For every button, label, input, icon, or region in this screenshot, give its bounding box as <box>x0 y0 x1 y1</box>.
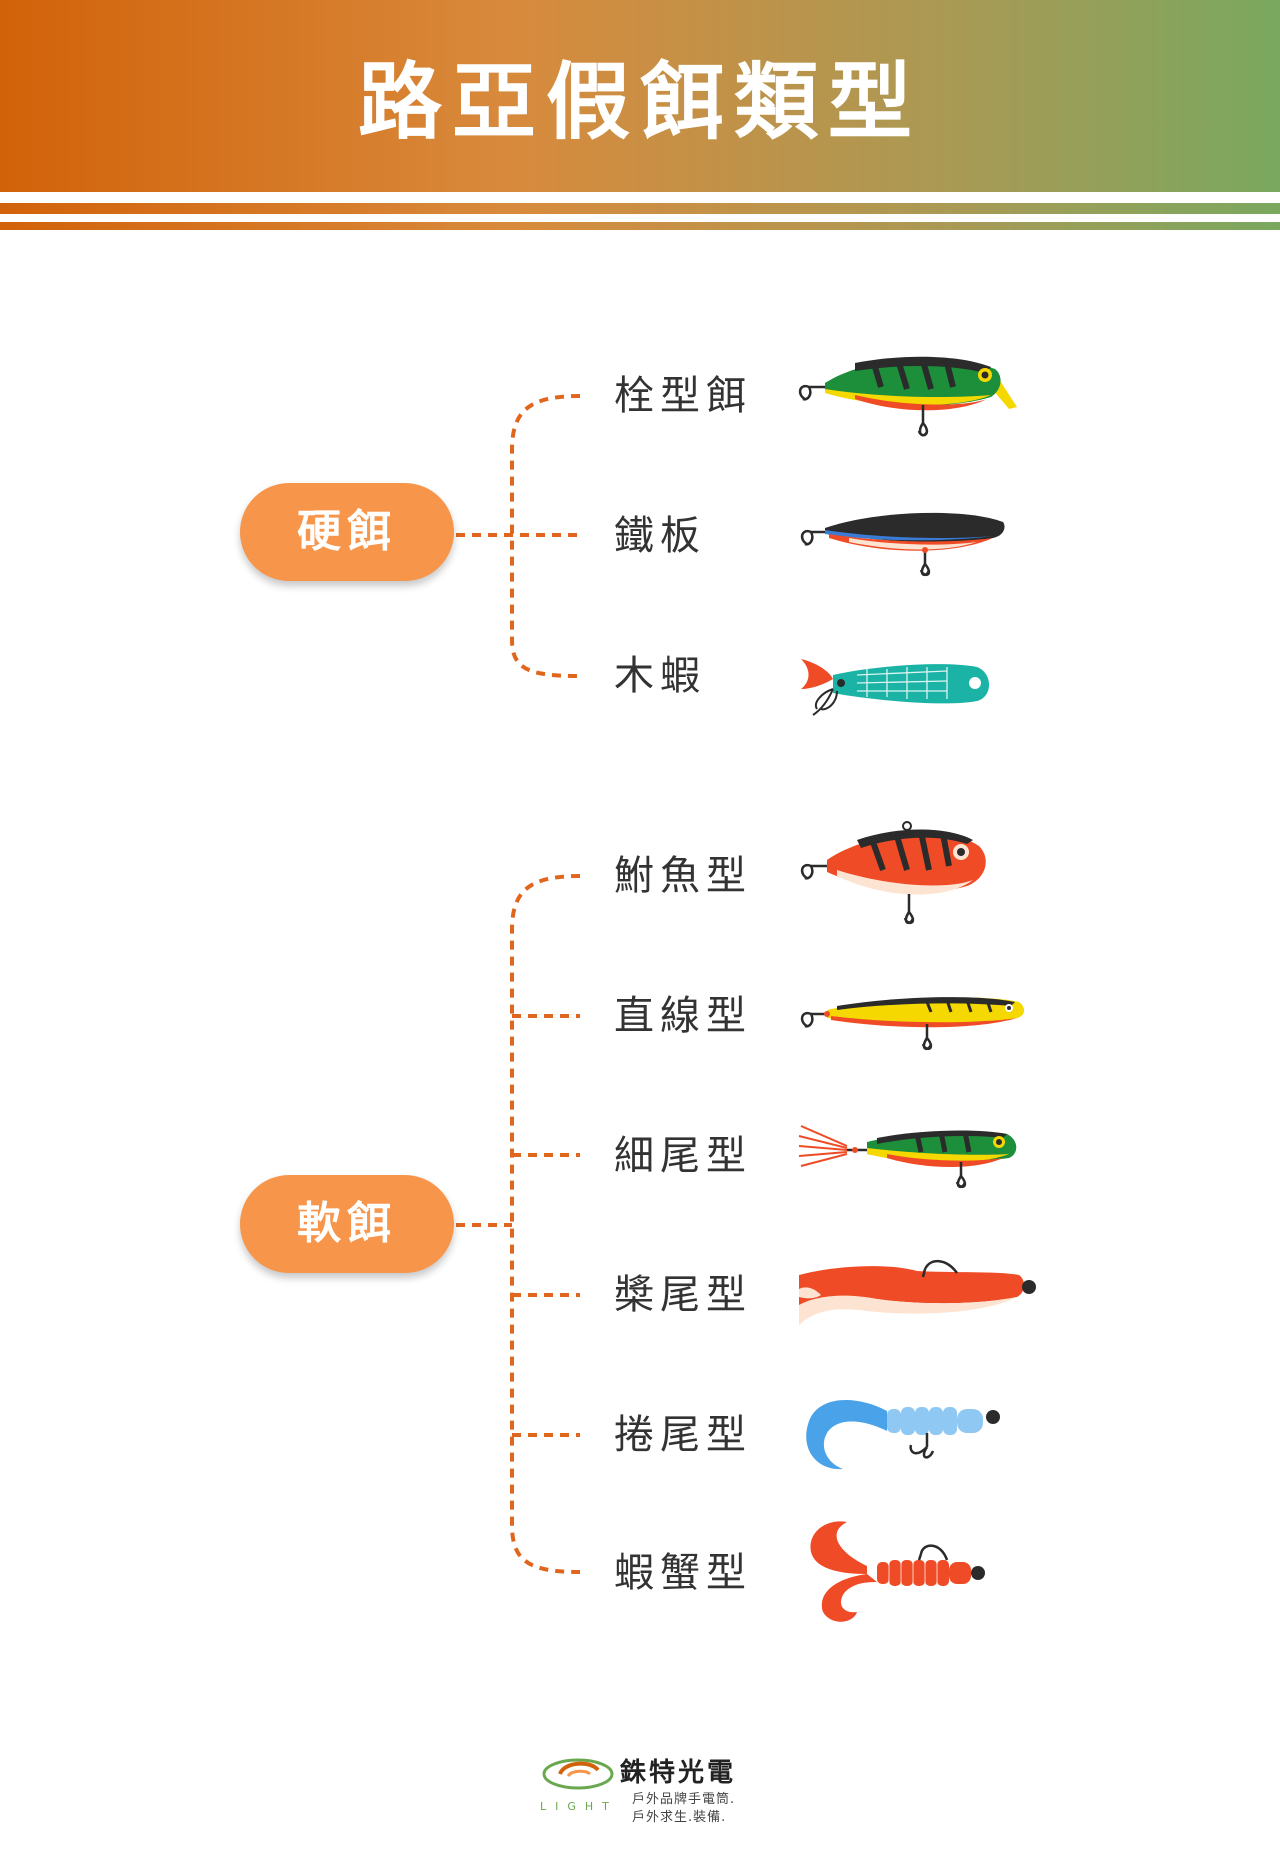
hard-bait-node: 硬餌 <box>240 483 454 581</box>
item-label-pencil: 直線型 <box>614 993 752 1039</box>
pencil-lure-icon <box>800 997 1025 1051</box>
item-label-squid-jig: 木蝦 <box>614 653 706 699</box>
craw-lure-icon <box>810 1521 985 1622</box>
minnow-lure-icon <box>798 356 1017 437</box>
page-title: 路亞假餌類型 <box>357 53 922 151</box>
brand-logo-icon <box>542 1758 614 1790</box>
paddle-tail-icon <box>799 1260 1036 1325</box>
connector-trunk-soft <box>510 874 581 1574</box>
brand-tagline: 戶外求生.裝備. <box>632 1810 727 1825</box>
item-label-paddle-tail: 槳尾型 <box>614 1272 752 1318</box>
curly-tail-icon <box>806 1400 1000 1470</box>
brand-logo-word: LIGHT <box>540 1800 618 1813</box>
header-stripe <box>0 195 1280 203</box>
header-stripe <box>0 203 1280 214</box>
item-label-craw: 蝦蟹型 <box>614 1550 752 1596</box>
connector-trunk-hard <box>510 394 581 678</box>
item-label-popper: 細尾型 <box>614 1133 752 1179</box>
item-label-jig: 鐵板 <box>614 513 706 559</box>
crank-lure-icon <box>800 821 986 925</box>
header-stripe <box>0 214 1280 222</box>
soft-bait-node: 軟餌 <box>240 1175 454 1273</box>
item-label-minnow: 栓型餌 <box>614 373 752 419</box>
header-banner <box>0 0 1280 192</box>
item-label-curly-tail: 捲尾型 <box>614 1412 752 1458</box>
popper-lure-icon <box>798 1125 1017 1189</box>
jig-lure-icon <box>800 512 1005 577</box>
squid-jig-icon <box>801 659 989 716</box>
brand-name: 銖特光電 <box>620 1758 737 1788</box>
header-stripe <box>0 222 1280 230</box>
item-label-crank: 鮒魚型 <box>614 853 752 899</box>
brand-tagline: 戶外品牌手電筒. <box>632 1792 736 1807</box>
